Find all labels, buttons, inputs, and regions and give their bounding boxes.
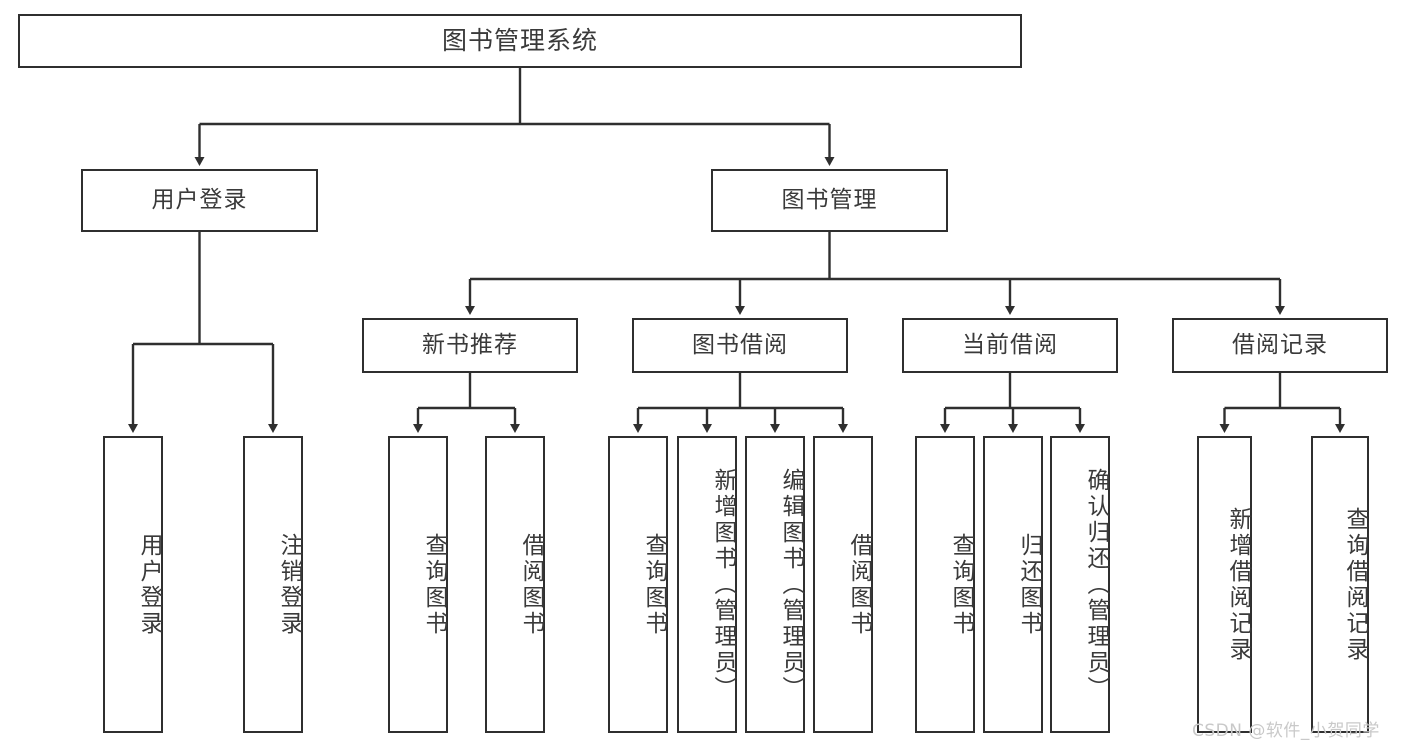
node-leaf-borrow-edit[interactable]: 编辑图书（管理员） xyxy=(745,436,805,733)
node-borrow-record[interactable]: 借阅记录 xyxy=(1172,318,1388,373)
node-label: 注销登录 xyxy=(276,532,302,637)
node-root[interactable]: 图书管理系统 xyxy=(18,14,1022,68)
node-label: 新增借阅记录 xyxy=(1225,506,1251,663)
node-new-book-rec[interactable]: 新书推荐 xyxy=(362,318,578,373)
node-label: 借阅记录 xyxy=(1232,331,1328,358)
node-label: 查询图书 xyxy=(641,532,667,637)
node-user-login[interactable]: 用户登录 xyxy=(81,169,318,232)
node-leaf-cur-confirm[interactable]: 确认归还（管理员） xyxy=(1050,436,1110,733)
node-label: 图书管理系统 xyxy=(441,26,598,56)
node-leaf-borrow-lend[interactable]: 借阅图书 xyxy=(813,436,873,733)
node-book-borrow[interactable]: 图书借阅 xyxy=(632,318,848,373)
node-current-borrow[interactable]: 当前借阅 xyxy=(902,318,1118,373)
node-label: 图书借阅 xyxy=(692,331,788,358)
node-book-manage[interactable]: 图书管理 xyxy=(711,169,948,232)
node-label: 查询借阅记录 xyxy=(1342,506,1368,663)
node-leaf-borrow-query[interactable]: 查询图书 xyxy=(608,436,668,733)
node-label: 新增图书（管理员） xyxy=(710,467,736,702)
node-label: 借阅图书 xyxy=(518,532,544,637)
node-leaf-user-logout[interactable]: 注销登录 xyxy=(243,436,303,733)
node-label: 借阅图书 xyxy=(846,532,872,637)
node-label: 新书推荐 xyxy=(422,331,518,358)
node-leaf-rec-borrow[interactable]: 借阅图书 xyxy=(485,436,545,733)
node-leaf-rec-search[interactable]: 查询借阅记录 xyxy=(1311,436,1369,733)
node-label: 当前借阅 xyxy=(962,331,1058,358)
node-label: 查询图书 xyxy=(421,532,447,637)
node-label: 查询图书 xyxy=(948,532,974,637)
csdn-watermark: CSDN @软件_小贺同学 xyxy=(1192,721,1380,741)
node-label: 用户登录 xyxy=(136,532,162,637)
node-leaf-cur-query[interactable]: 查询图书 xyxy=(915,436,975,733)
node-label: 用户登录 xyxy=(151,186,248,213)
node-leaf-rec-add[interactable]: 新增借阅记录 xyxy=(1197,436,1252,733)
node-leaf-borrow-add[interactable]: 新增图书（管理员） xyxy=(677,436,737,733)
node-label: 图书管理 xyxy=(781,186,878,213)
node-label: 编辑图书（管理员） xyxy=(778,467,804,702)
node-leaf-user-login[interactable]: 用户登录 xyxy=(103,436,163,733)
node-leaf-cur-return[interactable]: 归还图书 xyxy=(983,436,1043,733)
node-label: 确认归还（管理员） xyxy=(1083,467,1109,702)
node-leaf-rec-query[interactable]: 查询图书 xyxy=(388,436,448,733)
node-label: 归还图书 xyxy=(1016,532,1042,637)
